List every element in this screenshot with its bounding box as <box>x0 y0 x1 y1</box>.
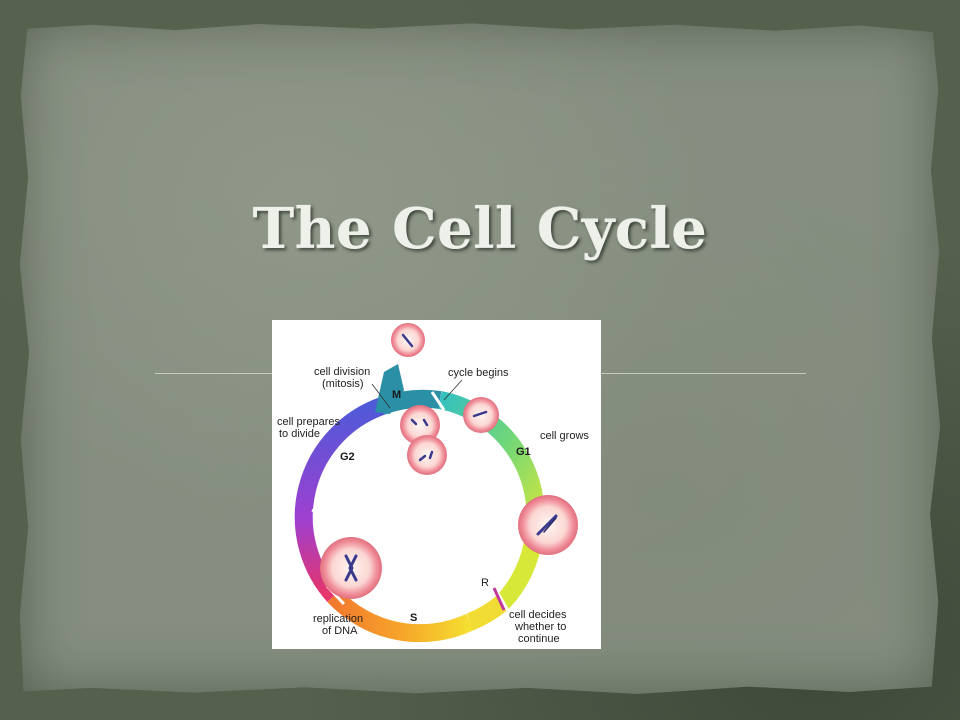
label-g1: G1 <box>516 446 531 458</box>
parchment-panel <box>19 23 941 694</box>
annotation-cell-decides-1: cell decides <box>509 609 567 621</box>
label-r: R <box>481 577 489 589</box>
title-rule-right <box>600 373 806 374</box>
cell-cycle-svg: M G1 S G2 R cell division (mitosis) cycl… <box>277 323 589 645</box>
annotation-replication-2: of DNA <box>322 625 358 637</box>
annotation-cell-decides-3: continue <box>518 633 560 645</box>
label-g2: G2 <box>340 451 355 463</box>
restriction-point-marker <box>492 587 506 611</box>
m-spike <box>375 364 404 414</box>
s-late-arc <box>466 595 508 631</box>
annotation-cycle-begins: cycle begins <box>448 367 509 379</box>
label-m: M <box>392 389 401 401</box>
cell-s-phase <box>320 537 382 599</box>
annotation-cell-division-1: cell division <box>314 366 370 378</box>
boundary-g2-inner <box>311 508 331 520</box>
cell-early-g1 <box>463 397 499 433</box>
pointer-cycle-begins <box>443 379 463 401</box>
title-rule-left <box>155 373 273 374</box>
boundary-m-g1 <box>430 391 446 411</box>
annotation-cell-division-2: (mitosis) <box>322 378 364 390</box>
g2-arc <box>294 397 386 603</box>
pointer-cell-division <box>371 383 391 409</box>
cell-late-g1 <box>518 495 578 555</box>
slide-title: The Cell Cycle <box>252 196 708 262</box>
s-arc <box>327 589 474 643</box>
annotation-cell-prepares-1: cell prepares <box>277 416 340 428</box>
annotation-replication-1: replication <box>313 613 363 625</box>
annotation-cell-prepares-2: to divide <box>279 428 320 440</box>
annotation-cell-decides-2: whether to <box>514 621 566 633</box>
label-s: S <box>410 612 417 624</box>
annotation-cell-grows: cell grows <box>540 430 589 442</box>
cell-dividing <box>400 405 447 475</box>
cell-top <box>391 323 425 357</box>
cell-cycle-diagram: M G1 S G2 R cell division (mitosis) cycl… <box>272 320 601 649</box>
